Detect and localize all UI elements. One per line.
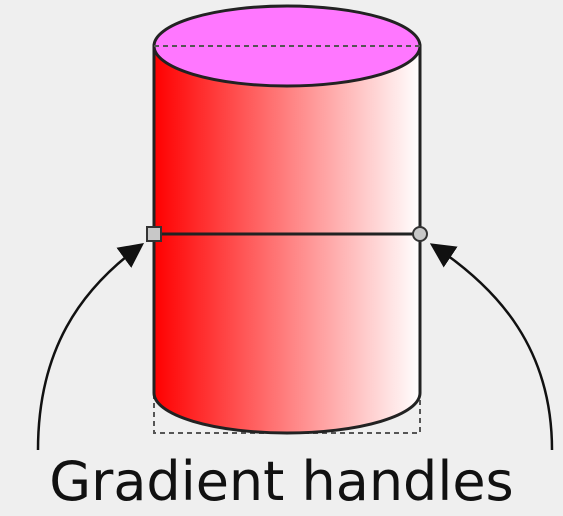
caption-label: Gradient handles xyxy=(0,448,563,516)
gradient-start-handle[interactable] xyxy=(147,227,161,241)
right-arrow xyxy=(434,246,552,450)
gradient-end-handle[interactable] xyxy=(413,227,427,241)
cylinder-body xyxy=(154,46,420,433)
left-arrow xyxy=(38,246,140,450)
